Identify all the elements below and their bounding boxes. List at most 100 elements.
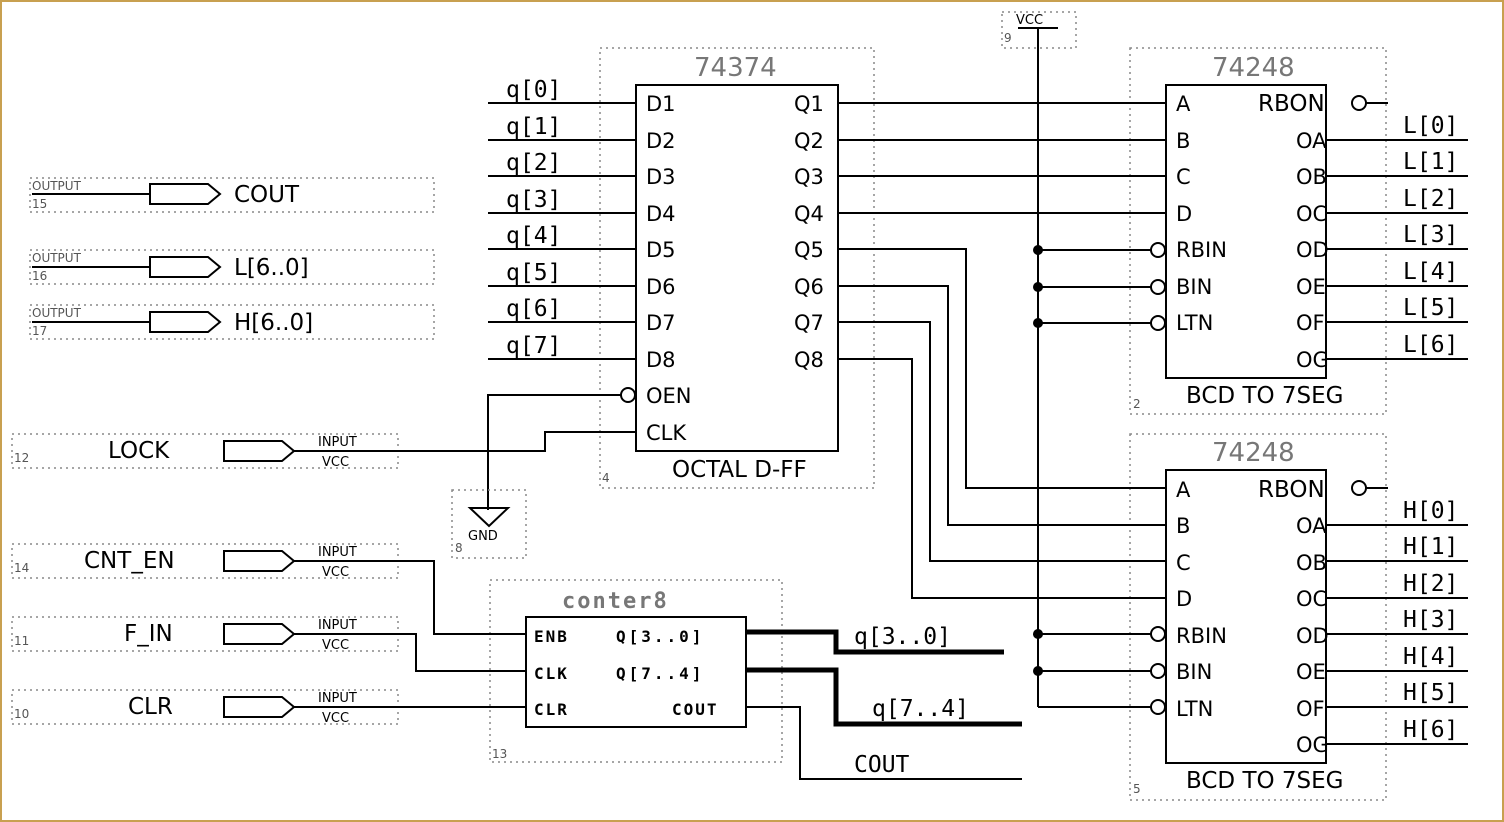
pin-label: OA — [1296, 129, 1327, 153]
bus-label: q[3..0] — [854, 624, 951, 650]
pin-label: A — [1176, 92, 1191, 116]
gnd-symbol: GND 8 — [451, 489, 527, 559]
net-label: q[7] — [506, 333, 561, 359]
pin-label: OE — [1296, 275, 1326, 299]
pin-label: BIN — [1176, 660, 1212, 684]
pin-label: OD — [1296, 624, 1329, 648]
net-label: q[0] — [506, 77, 561, 103]
inversion-bubble — [1150, 663, 1166, 679]
output-port-label: L[6..0] — [234, 255, 309, 281]
input-port-label: CNT_EN — [84, 548, 175, 574]
decoder-74248-high[interactable]: 74248 BCD TO 7SEG 5 A B C D RBIN BIN LTN… — [1129, 433, 1468, 801]
pin-label: LTN — [1176, 697, 1213, 721]
output-port-cout[interactable]: OUTPUT 15 COUT — [29, 177, 435, 213]
pin-label: Q5 — [794, 238, 824, 262]
input-port-default: VCC — [322, 565, 349, 580]
net-label: L[2] — [1403, 186, 1458, 212]
gnd-label: GND — [468, 529, 498, 544]
input-port-tag: INPUT — [318, 691, 357, 706]
input-port-f-in[interactable]: 11 F_IN INPUT VCC — [11, 616, 399, 653]
counter-conter8[interactable]: conter8 13 ENB CLK CLR Q[3..0] Q[7..4] C… — [489, 579, 783, 763]
output-port-h[interactable]: OUTPUT 17 H[6..0] — [29, 304, 435, 340]
pin-label: OEN — [646, 384, 692, 408]
input-port-number: 11 — [14, 634, 29, 648]
bus-label: q[7..4] — [872, 696, 969, 722]
pin-label: OE — [1296, 660, 1326, 684]
net-label: q[2] — [506, 150, 561, 176]
net-label: q[4] — [506, 223, 561, 249]
pin-label: OB — [1296, 551, 1327, 575]
pin-label: D4 — [646, 202, 676, 226]
counter-part-name: conter8 — [562, 589, 669, 614]
pin-label: CLR — [534, 700, 569, 719]
vcc-label: VCC — [1016, 13, 1043, 28]
pin-label: Q6 — [794, 275, 824, 299]
inversion-bubble — [1150, 699, 1166, 715]
decoder-part-number: 74248 — [1212, 53, 1295, 83]
output-port-tag: OUTPUT — [32, 179, 82, 193]
pin-label: Q[7..4] — [616, 664, 704, 683]
pin-label: OB — [1296, 165, 1327, 189]
pin-label: Q2 — [794, 129, 824, 153]
gnd-number: 8 — [455, 541, 463, 555]
net-label: L[6] — [1403, 332, 1458, 358]
pin-label: D — [1176, 202, 1192, 226]
latch-part-number: 74374 — [694, 53, 777, 83]
net-label: H[4] — [1403, 644, 1458, 670]
pin-label: Q7 — [794, 311, 824, 335]
input-port-number: 14 — [14, 561, 29, 575]
net-label: L[1] — [1403, 149, 1458, 175]
pin-label: B — [1176, 129, 1190, 153]
pin-label: LTN — [1176, 311, 1213, 335]
net-label: L[4] — [1403, 259, 1458, 285]
inversion-bubble — [1150, 279, 1166, 295]
input-port-number: 12 — [14, 451, 29, 465]
pin-label: RBON — [1258, 477, 1325, 503]
pin-label: C — [1176, 165, 1191, 189]
net-label: H[6] — [1403, 717, 1458, 743]
inversion-bubble — [1150, 315, 1166, 331]
pin-label: CLK — [646, 421, 687, 445]
pin-label: D3 — [646, 165, 676, 189]
pin-label: OF — [1296, 697, 1325, 721]
pin-label: OG — [1296, 348, 1329, 372]
decoder-74248-low[interactable]: 74248 BCD TO 7SEG 2 A B C D RBIN BIN LTN… — [1129, 47, 1468, 415]
pin-label: Q1 — [794, 92, 824, 116]
pin-label: OD — [1296, 238, 1329, 262]
output-port-number: 15 — [32, 197, 47, 211]
output-port-number: 16 — [32, 269, 47, 283]
net-label: L[3] — [1403, 222, 1458, 248]
latch-74374[interactable]: 74374 OCTAL D-FF 4 q[0] q[1] q[2] q[3] q… — [488, 47, 875, 489]
latch-description: OCTAL D-FF — [672, 457, 807, 483]
pin-label: COUT — [672, 700, 719, 719]
input-port-label: F_IN — [124, 621, 173, 647]
input-port-lock[interactable]: 12 LOCK INPUT VCC — [11, 433, 399, 470]
net-label: H[1] — [1403, 534, 1458, 560]
inversion-bubble — [1150, 626, 1166, 642]
pin-label: Q[3..0] — [616, 627, 704, 646]
pin-label: RBIN — [1176, 238, 1227, 262]
pin-label: OA — [1296, 514, 1327, 538]
pin-label: OC — [1296, 202, 1327, 226]
decoder-instance-number: 5 — [1133, 782, 1141, 796]
decoder-instance-number: 2 — [1133, 397, 1141, 411]
net-label: H[2] — [1403, 571, 1458, 597]
pin-label: OF — [1296, 311, 1325, 335]
input-port-number: 10 — [14, 707, 29, 721]
pin-label: D6 — [646, 275, 676, 299]
net-label: q[6] — [506, 296, 561, 322]
input-port-default: VCC — [322, 711, 349, 726]
pin-label: BIN — [1176, 275, 1212, 299]
net-label: q[1] — [506, 114, 561, 140]
pin-label: CLK — [534, 664, 569, 683]
input-port-label: LOCK — [108, 438, 170, 464]
input-port-label: CLR — [128, 694, 173, 720]
input-port-tag: INPUT — [318, 618, 357, 633]
pin-label: RBIN — [1176, 624, 1227, 648]
pin-label: A — [1176, 478, 1191, 502]
decoder-part-number: 74248 — [1212, 438, 1295, 468]
output-port-l[interactable]: OUTPUT 16 L[6..0] — [29, 249, 435, 285]
net-label: H[5] — [1403, 680, 1458, 706]
input-port-default: VCC — [322, 638, 349, 653]
input-port-tag: INPUT — [318, 545, 357, 560]
